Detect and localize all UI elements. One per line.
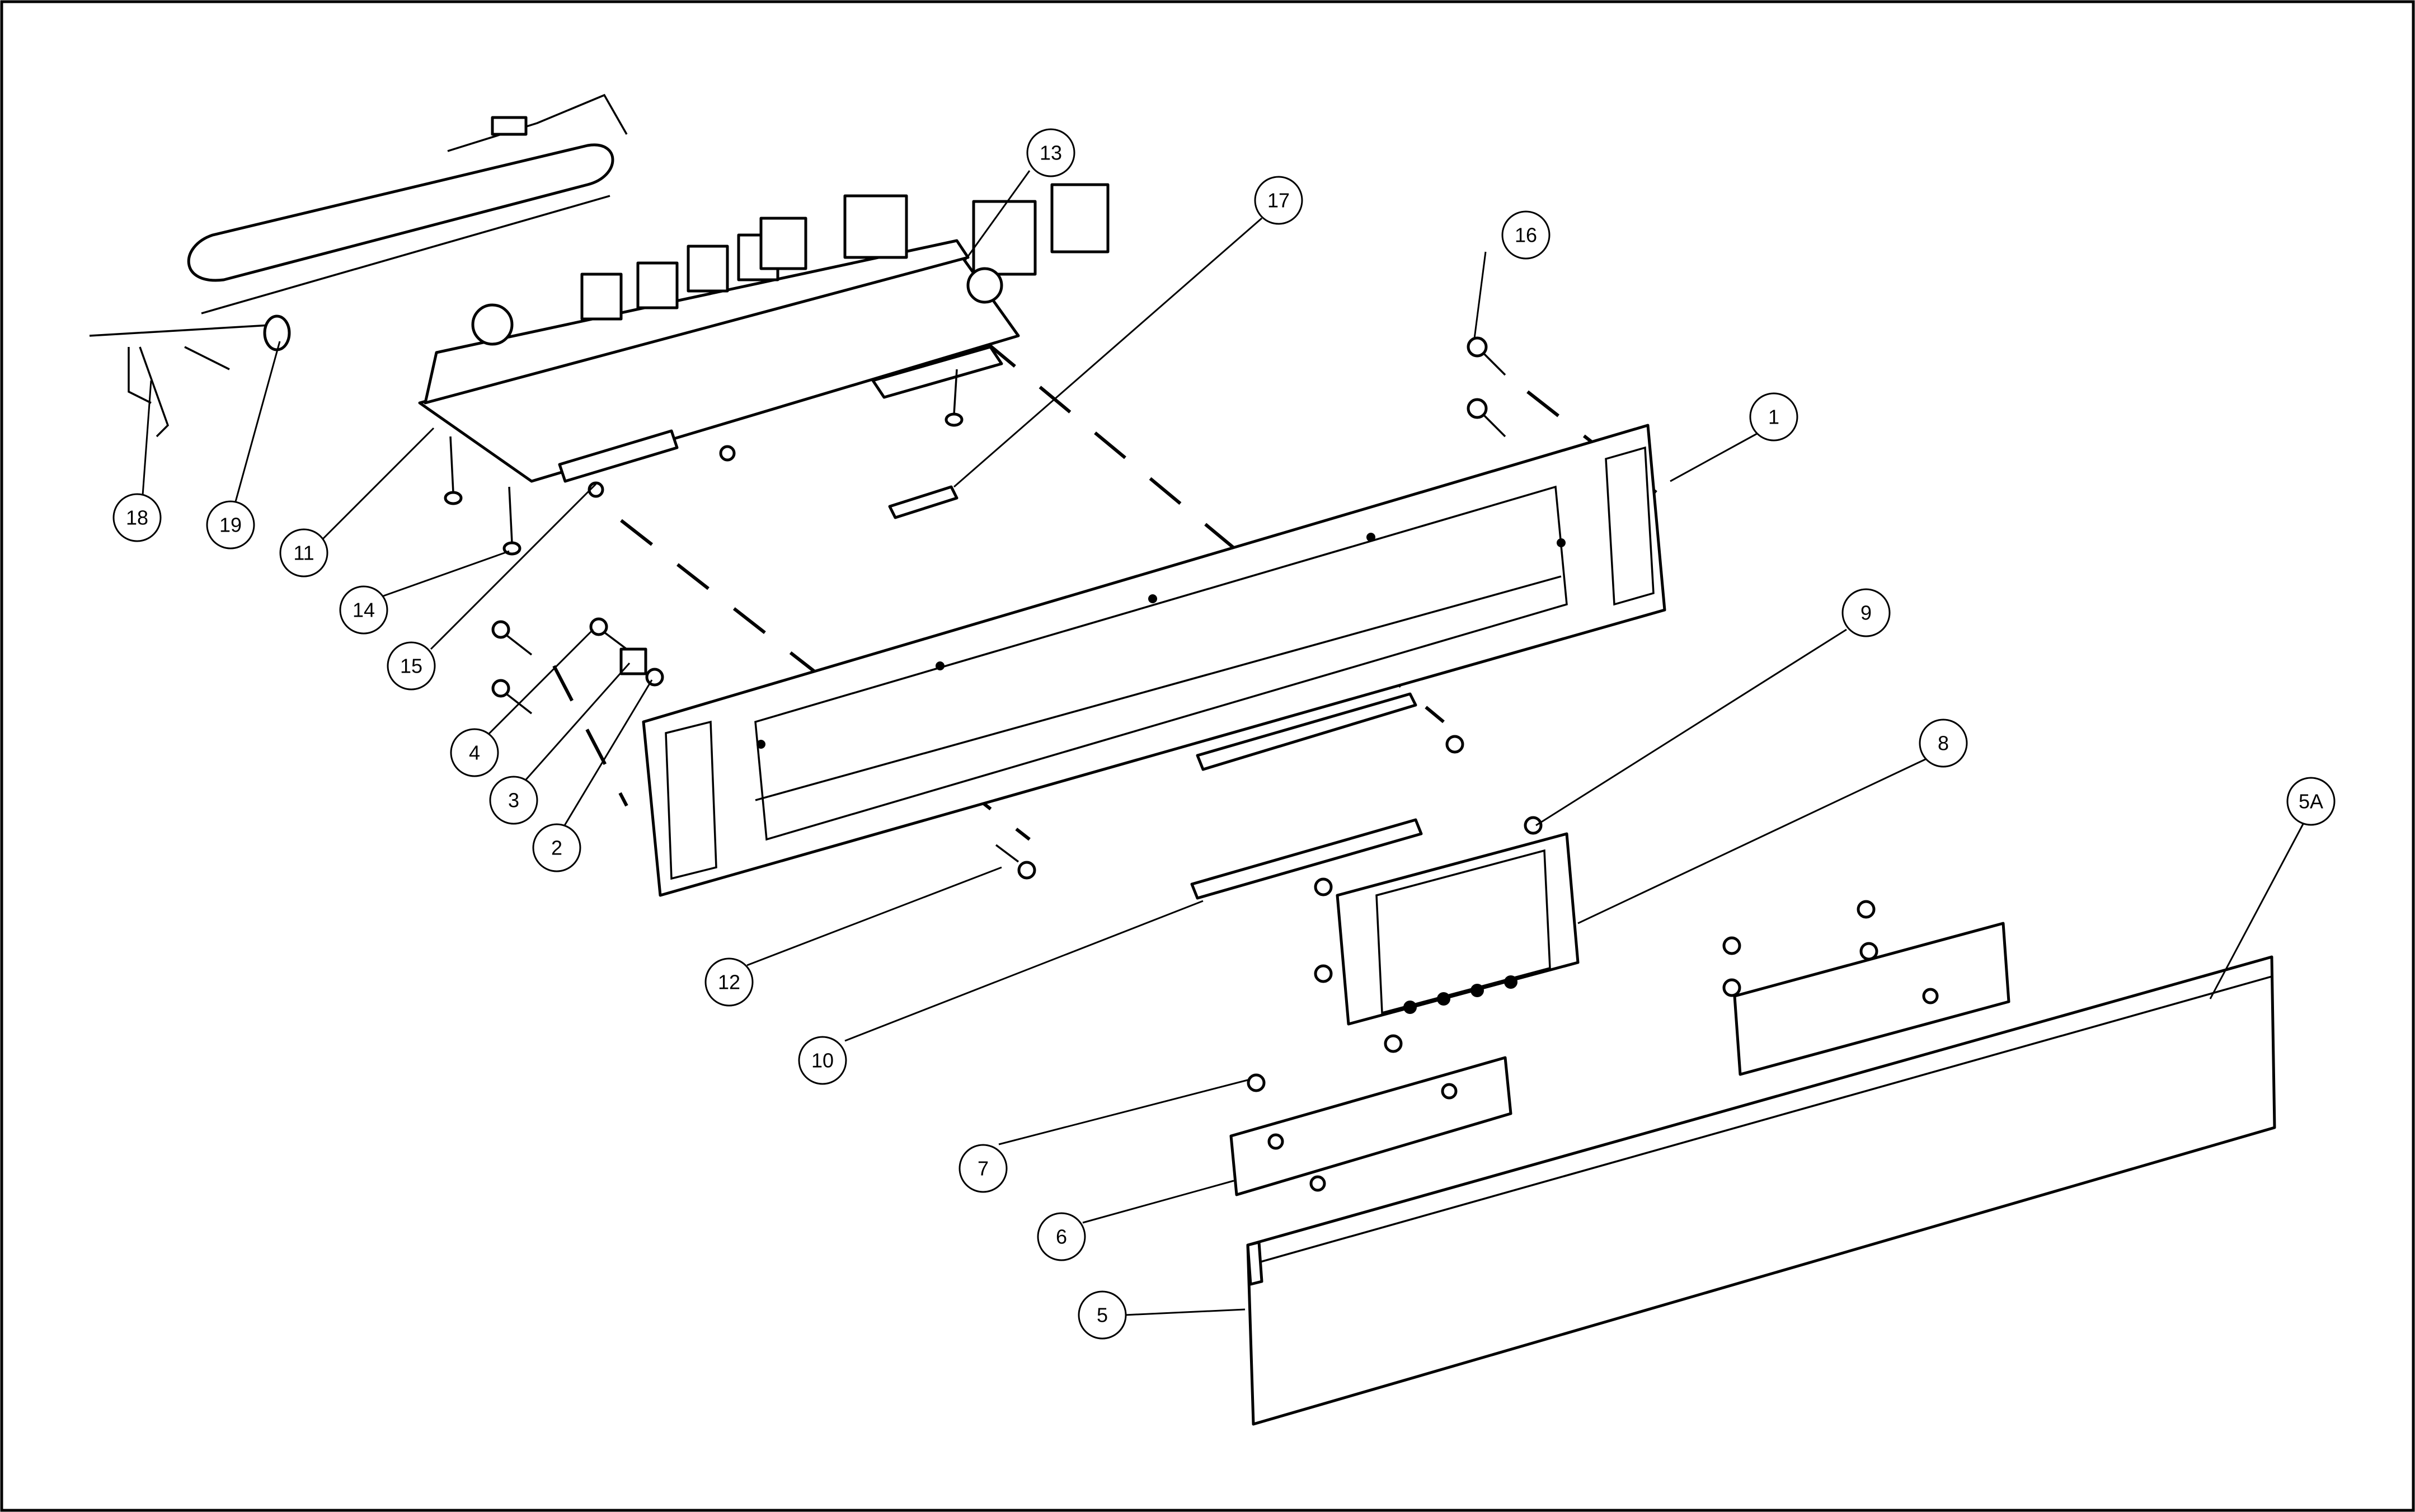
callout-18: 18 [112,493,162,542]
svg-text:14: 14 [353,599,375,622]
svg-text:7: 7 [978,1157,989,1180]
callout-10: 10 [798,1036,847,1085]
callout-6: 6 [1037,1212,1086,1261]
svg-text:10: 10 [811,1049,834,1072]
callout-8: 8 [1919,719,1968,768]
svg-text:15: 15 [400,655,422,678]
frame-screw [995,735,1464,880]
svg-text:12: 12 [718,971,740,994]
svg-text:5A: 5A [2299,790,2323,813]
callout-9: 9 [1841,588,1891,637]
display-board [1314,816,1580,1026]
callout-7: 7 [959,1144,1008,1193]
svg-text:19: 19 [219,514,242,537]
callout-3: 3 [489,776,538,825]
callout-19: 19 [206,500,255,550]
callout-13: 13 [1026,128,1075,177]
callout-17: 17 [1254,176,1303,225]
svg-text:5: 5 [1097,1304,1108,1327]
svg-text:1: 1 [1768,406,1779,429]
front-glass-panel [1246,955,2276,1426]
callout-14: 14 [339,585,388,635]
control-panel-frame [642,424,1666,897]
svg-text:18: 18 [126,506,148,529]
callout-1: 1 [1749,392,1798,442]
tie-wrap [263,314,291,351]
callout-balloons: 1 2 3 4 5 5A 6 7 8 9 10 11 12 13 14 15 1… [112,128,2336,1340]
svg-text:2: 2 [551,837,562,860]
touch-board-right [1722,900,2010,1076]
svg-text:9: 9 [1860,602,1872,624]
support-pin [888,485,959,519]
callout-15: 15 [387,641,436,691]
touch-board-left [1229,1034,1512,1196]
callout-4: 4 [450,728,499,777]
callout-5A: 5A [2286,777,2336,826]
control-board-assembly [418,183,1110,483]
frame-screws-top [1467,336,1506,438]
fastener-hardware [491,617,664,715]
svg-text:17: 17 [1267,189,1290,212]
callout-11: 11 [279,528,328,577]
callout-16: 16 [1501,210,1551,260]
spacer-bar-lower [1190,818,1423,900]
callout-12: 12 [704,957,754,1007]
svg-text:11: 11 [293,542,314,565]
callout-5: 5 [1078,1290,1127,1340]
wire-harness [89,93,628,438]
spacer-bar-upper [1196,692,1417,771]
svg-text:16: 16 [1515,224,1537,247]
svg-text:8: 8 [1938,732,1949,755]
svg-text:3: 3 [508,789,519,812]
svg-text:13: 13 [1040,142,1062,165]
svg-text:4: 4 [469,741,480,764]
callout-2: 2 [532,823,581,872]
callout-leaders [142,170,2306,1316]
svg-text:6: 6 [1056,1225,1067,1248]
